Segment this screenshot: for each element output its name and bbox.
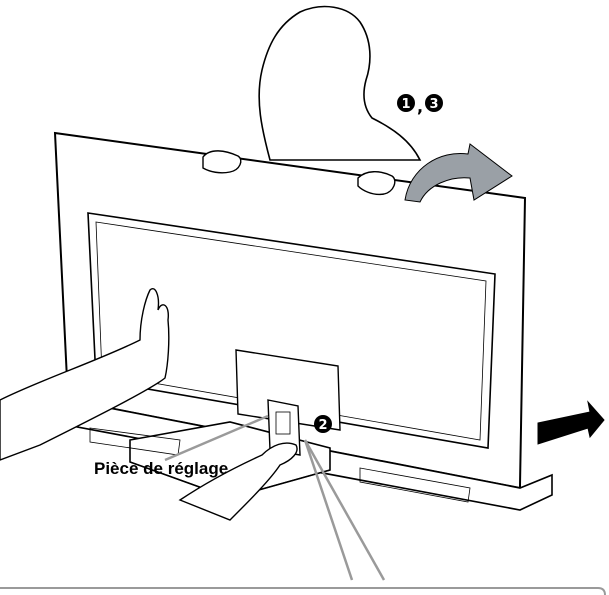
stand-neck [267, 399, 301, 456]
callout-box [0, 587, 606, 595]
callout-leader-lines [164, 414, 386, 581]
step-1-number: 1 [401, 97, 410, 112]
tv-back-panel [53, 131, 527, 490]
step-marker-2: 2 [314, 415, 332, 433]
person-silhouette [258, 5, 422, 161]
step-2-number: 2 [318, 418, 327, 433]
hand-near-stand [178, 442, 298, 521]
adjustment-part-label: Pièce de réglage [94, 459, 229, 478]
rotation-arrow-icon [404, 143, 513, 203]
step-3-number: 3 [429, 97, 438, 112]
mounting-plate [235, 349, 341, 431]
step-marker-1: 1 [397, 94, 415, 112]
step-separator: , [417, 97, 423, 116]
step-marker-3: 3 [425, 94, 443, 112]
hands-top [202, 150, 396, 196]
hand-on-screen [0, 288, 170, 461]
push-arrow-icon [537, 400, 605, 445]
